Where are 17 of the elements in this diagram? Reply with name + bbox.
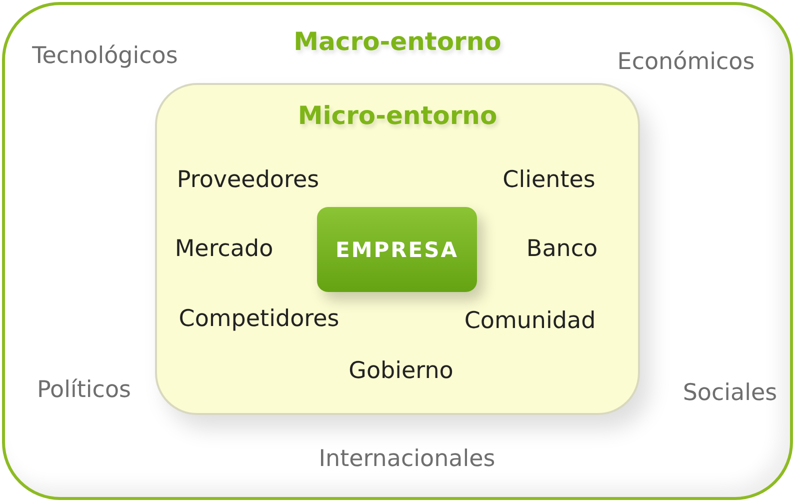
section-heading: Macro-entorno: [294, 27, 502, 56]
micro-factor-label: Mercado: [174, 236, 274, 262]
company-label: EMPRESA: [335, 238, 459, 262]
micro-factor-label: Proveedores: [176, 167, 320, 193]
micro-factor-label: Banco: [526, 236, 598, 262]
inner-panel: [155, 83, 640, 415]
micro-factor-label: Gobierno: [348, 358, 454, 384]
macro-factor-label: Sociales: [682, 380, 778, 406]
micro-factor-label: Competidores: [178, 306, 340, 332]
company-box: [317, 207, 477, 292]
section-heading: Micro-entorno: [298, 101, 498, 130]
macro-factor-label: Económicos: [617, 49, 755, 75]
macro-factor-label: Políticos: [37, 377, 131, 403]
macro-factor-label: Internacionales: [318, 446, 496, 472]
macro-factor-label: Tecnológicos: [32, 43, 178, 69]
micro-factor-label: Comunidad: [464, 308, 596, 334]
micro-factor-label: Clientes: [502, 167, 596, 193]
